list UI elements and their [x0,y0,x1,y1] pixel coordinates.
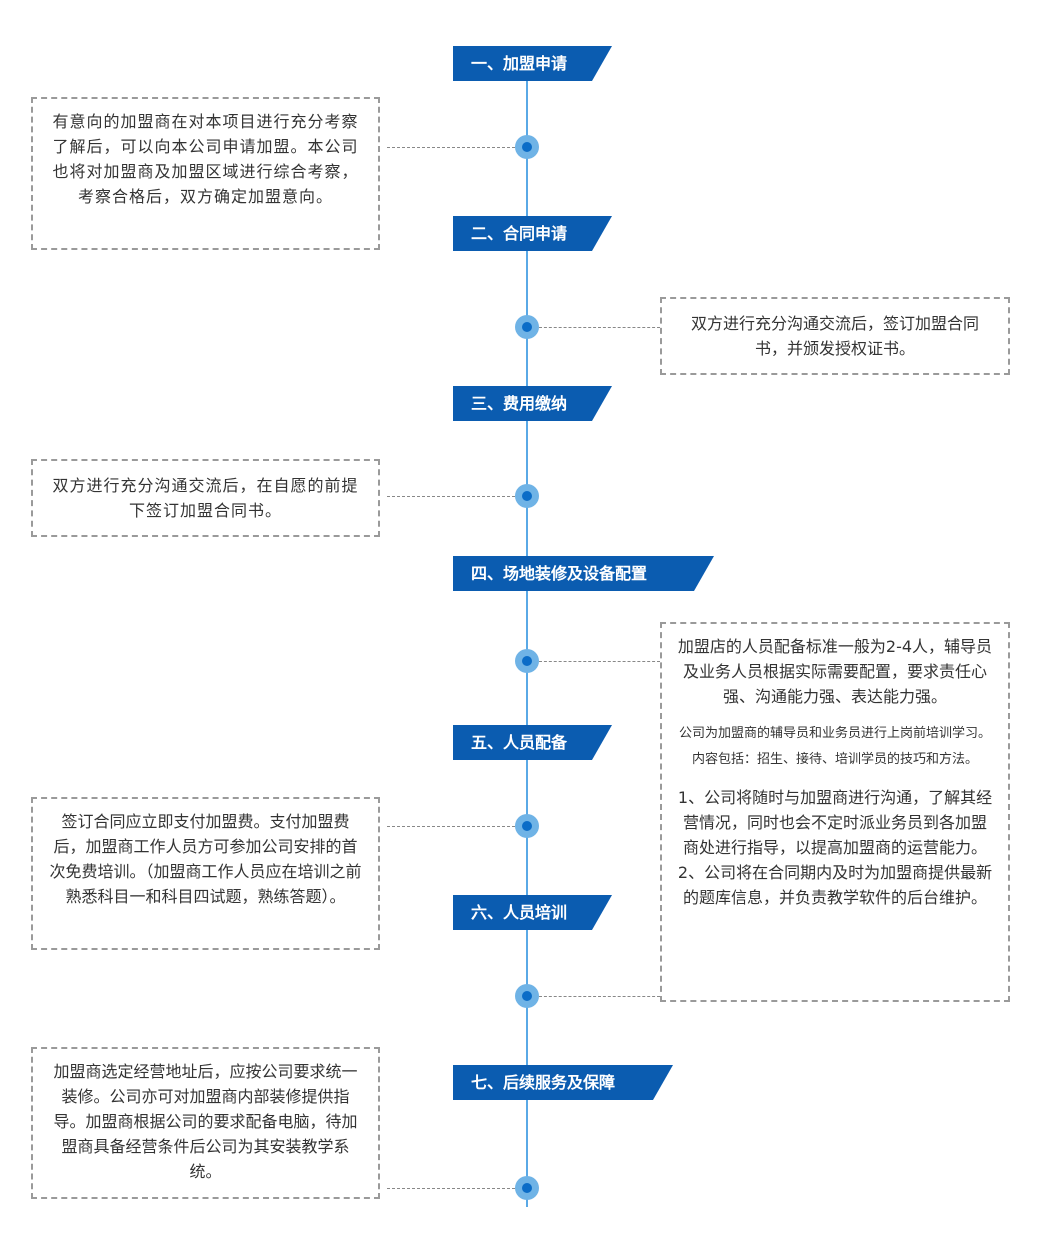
timeline-line [526,80,528,1207]
connector [387,496,515,497]
note-text: 加盟商选定经营地址后，应按公司要求统一装修。公司亦可对加盟商内部装修提供指导。加… [53,1062,358,1181]
timeline-dot [515,649,539,673]
step-banner-6: 六、人员培训 [453,895,612,930]
note-text: 有意向的加盟商在对本项目进行充分考察了解后，可以向本公司申请加盟。本公司也将对加… [52,112,359,206]
note-box-5: 签订合同应立即支付加盟费。支付加盟费后，加盟商工作人员方可参加公司安排的首次免费… [31,797,380,950]
timeline-dot [515,484,539,508]
timeline-dot [515,135,539,159]
note-text: 公司为加盟商的辅导员和业务员进行上岗前培训学习。内容包括：招生、接待、培训学员的… [678,726,991,767]
note-text: 签订合同应立即支付加盟费。支付加盟费后，加盟商工作人员方可参加公司安排的首次免费… [49,812,362,906]
step-banner-3: 三、费用缴纳 [453,386,612,421]
note-text: 1、公司将随时与加盟商进行沟通，了解其经营情况，同时也会不定时派业务员到各加盟商… [677,788,993,907]
connector [539,996,660,997]
connector [539,327,660,328]
connector [539,661,660,662]
step-banner-4: 四、场地装修及设备配置 [453,556,714,591]
step-banner-7: 七、后续服务及保障 [453,1065,673,1100]
step-banner-1: 一、加盟申请 [453,46,612,81]
connector [387,826,515,827]
note-text: 双方进行充分沟通交流后，在自愿的前提下签订加盟合同书。 [52,476,359,520]
note-box-4: 加盟店的人员配备标准一般为2-4人，辅导员及业务人员根据实际需要配置，要求责任心… [660,622,1010,1002]
note-box-1: 有意向的加盟商在对本项目进行充分考察了解后，可以向本公司申请加盟。本公司也将对加… [31,97,380,250]
note-box-2: 双方进行充分沟通交流后，签订加盟合同书，并颁发授权证书。 [660,297,1010,375]
note-text: 双方进行充分沟通交流后，签订加盟合同书，并颁发授权证书。 [690,314,979,358]
timeline-dot [515,315,539,339]
note-box-3: 双方进行充分沟通交流后，在自愿的前提下签订加盟合同书。 [31,459,380,537]
step-banner-2: 二、合同申请 [453,216,612,251]
timeline-dot [515,1176,539,1200]
note-text: 加盟店的人员配备标准一般为2-4人，辅导员及业务人员根据实际需要配置，要求责任心… [677,637,993,706]
step-banner-5: 五、人员配备 [453,725,612,760]
connector [387,147,515,148]
connector [387,1188,515,1189]
timeline-dot [515,814,539,838]
note-box-6: 加盟商选定经营地址后，应按公司要求统一装修。公司亦可对加盟商内部装修提供指导。加… [31,1047,380,1199]
timeline-dot [515,984,539,1008]
